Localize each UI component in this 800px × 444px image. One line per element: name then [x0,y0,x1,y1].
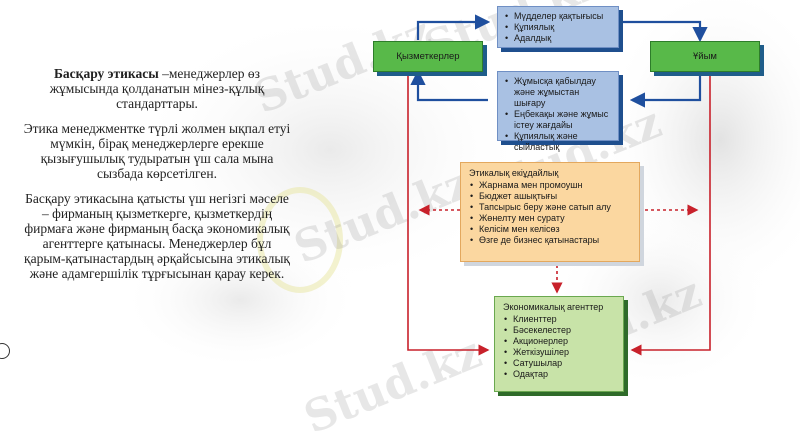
economic-agents-title: Экономикалық агенттер [503,302,604,312]
body-text: Басқару этикасы –менеджерлер өз жұмысынд… [22,66,292,291]
list-item: Сатушылар [503,358,615,369]
list-item: Өзге де бизнес қатынастары [469,235,631,246]
employees-box: Қызметкерлер [373,41,483,72]
list-item: Бюджет ашықтығы [469,191,631,202]
paragraph-issues: Басқару этикасына қатысты үш негізгі мәс… [24,191,290,281]
paragraph-areas: Этика менеджментке түрлі жолмен ықпал ет… [23,121,291,181]
list-item: Бәсекелестер [503,325,615,336]
list-item: Еңбекақы және жұмыс істеу жағдайы [504,109,612,131]
list-item: Клиенттер [503,314,615,325]
list-item: Құпиялық және сыйластық [504,131,612,153]
list-item: Адалдық [504,33,612,44]
background-photo-art [120,0,800,390]
list-item: Жөнелту мен сурату [469,213,631,224]
list-item: Акционерлер [503,336,615,347]
ethical-dilemmas-box: Этикалық екіұдайлық Жарнама мен промоушн… [460,162,640,262]
diagram-connectors [407,14,711,356]
list-item: Жеткізушілер [503,347,615,358]
top-box-list: Мүдделер қақтығысы Құпиялық Адалдық [504,11,612,44]
list-item: Одақтар [503,369,615,380]
list-item: Тапсырыс беру және сатып алу [469,202,631,213]
definition-paragraph: Басқару этикасы –менеджерлер өз жұмысынд… [22,66,292,111]
lead-definition: –менеджерлер өз жұмысында қолданатын мін… [49,66,265,111]
economic-agents-box: Экономикалық агенттер Клиенттер Бәсекеле… [494,296,624,392]
employee-firm-issues-box: Жұмысқа қабылдау және жұмыстан шығару Ең… [497,71,619,152]
economic-agents-list: Клиенттер Бәсекелестер Акционерлер Жеткі… [503,314,615,380]
background-photo [120,0,800,390]
organization-box: Ұйым [650,41,760,72]
firm-employee-issues-box: Мүдделер қақтығысы Құпиялық Адалдық [497,6,619,48]
middle-box-list: Жұмысқа қабылдау және жұмыстан шығару Ең… [504,76,612,153]
list-item: Келісім мен келісөз [469,224,631,235]
list-item: Мүдделер қақтығысы [504,11,612,22]
ethical-dilemmas-title: Этикалық екіұдайлық [469,168,559,178]
list-item: Жарнама мен промоушн [469,180,631,191]
list-item: Жұмысқа қабылдау және жұмыстан шығару [504,76,612,109]
list-item: Құпиялық [504,22,612,33]
lead-term: Басқару этикасы [54,66,159,81]
ethical-dilemmas-list: Жарнама мен промоушн Бюджет ашықтығы Тап… [469,180,631,246]
